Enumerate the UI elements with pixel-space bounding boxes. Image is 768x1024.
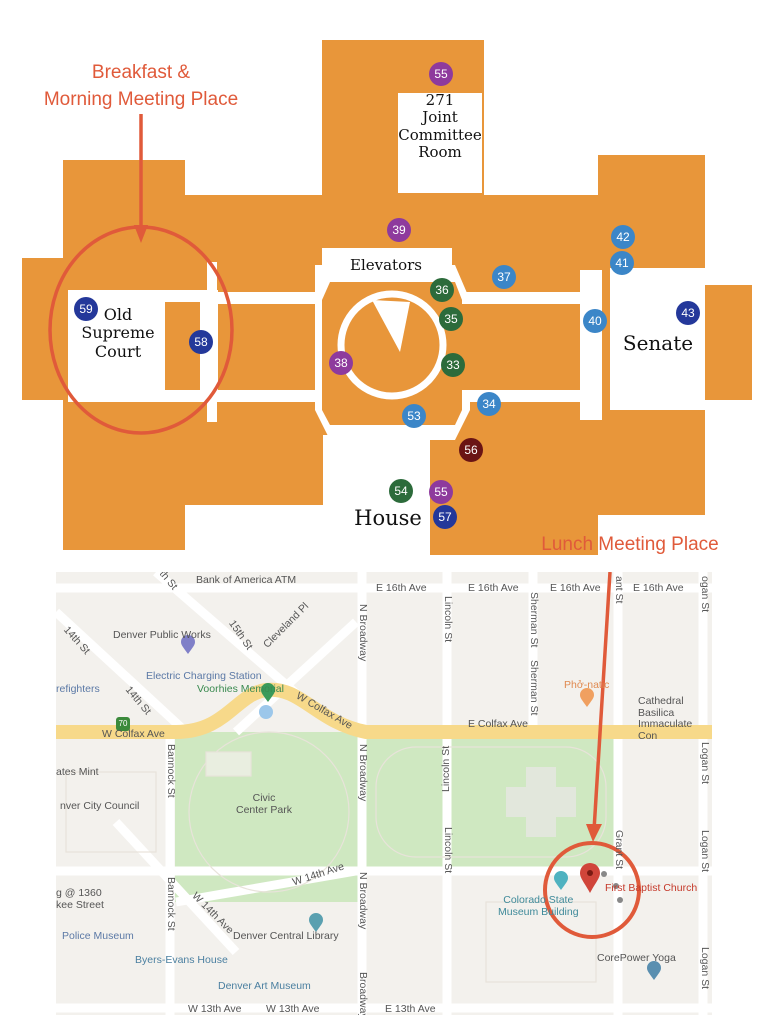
stop-marker: 43	[676, 301, 700, 325]
restaurant-pin-icon	[580, 688, 594, 707]
stop-marker: 33	[441, 353, 465, 377]
capitol-building	[506, 767, 576, 837]
breakfast-arrowhead	[134, 225, 148, 243]
stop-marker: 56	[459, 438, 483, 462]
stop-marker: 35	[439, 307, 463, 331]
stop-marker: 42	[611, 225, 635, 249]
map-label[interactable]: Police Museum	[62, 930, 134, 942]
stop-marker: 38	[329, 351, 353, 375]
map-label[interactable]: Byers-Evans House	[135, 954, 228, 966]
map-label: W 13th Ave	[266, 1003, 320, 1015]
capitol-floorplan	[22, 40, 752, 555]
map-label[interactable]: Electric Charging Station	[146, 670, 262, 682]
map-label: W Colfax Ave	[102, 728, 165, 740]
rotunda-wedge	[372, 300, 410, 352]
stop-marker: 53	[402, 404, 426, 428]
map-label: Bannock St	[165, 877, 177, 931]
map-label: Bannock St	[165, 744, 177, 798]
capitol-grounds	[362, 732, 620, 867]
lunch-annotation: Lunch Meeting Place	[541, 534, 719, 555]
library-pin-icon	[309, 913, 323, 932]
map-graphics	[56, 572, 712, 1015]
map-label: Logan St	[699, 830, 711, 873]
map-label: E 16th Ave	[633, 582, 684, 594]
map-label: E 16th Ave	[550, 582, 601, 594]
map-label: Grant St	[613, 830, 625, 870]
stop-marker: 57	[433, 505, 457, 529]
map-label[interactable]: nver City Council	[60, 800, 140, 812]
interstate-70-shield: 70	[116, 717, 130, 731]
streets	[56, 572, 712, 1015]
stop-marker: 59	[74, 297, 98, 321]
map-label: Lincoln St	[442, 827, 454, 874]
map-label: Lincoln St	[442, 596, 454, 643]
stop-marker: 55	[429, 480, 453, 504]
map-label[interactable]: Denver Art Museum	[218, 980, 311, 992]
map-label: Logan St	[699, 742, 711, 785]
map-label: Sherman St	[528, 660, 540, 716]
stop-marker: 37	[492, 265, 516, 289]
charging-pin-icon	[181, 635, 195, 654]
stop-marker: 54	[389, 479, 413, 503]
map-label: N Broadway	[357, 744, 369, 802]
map-label: E Colfax Ave	[468, 718, 528, 730]
room-old-supreme-court: Old Supreme Court	[81, 305, 155, 361]
lunch-arrow	[592, 572, 612, 831]
map-label[interactable]: Denver Central Library	[233, 930, 339, 942]
lunch-circle	[543, 841, 641, 939]
map-label[interactable]: Phở-natic	[564, 679, 610, 691]
map-label: E 16th Ave	[468, 582, 519, 594]
memorial-pin-icon	[261, 683, 275, 702]
map-label[interactable]: ates Mint	[56, 766, 99, 778]
map-label[interactable]: Cathedral Basilica Immaculate Con	[638, 695, 693, 742]
room-house: House	[354, 506, 422, 530]
map-label: Broadway	[357, 972, 369, 1015]
stop-marker: 36	[430, 278, 454, 302]
map-label: Logan St	[699, 947, 711, 990]
map-label[interactable]: Bank of America ATM	[196, 574, 297, 586]
stop-marker: 55	[429, 62, 453, 86]
stop-marker: 41	[610, 251, 634, 275]
map-label[interactable]: Colorado State Museum Building	[498, 894, 579, 919]
map-label[interactable]: Voorhies Memorial	[197, 683, 284, 695]
map-label: N Broadway	[357, 604, 369, 662]
museum-pin-icon	[554, 871, 568, 890]
stop-marker: 34	[477, 392, 501, 416]
fountain	[259, 705, 273, 719]
stop-marker: 58	[189, 330, 213, 354]
map-label[interactable]: First Baptist Church	[605, 882, 698, 894]
map-label: ant St	[613, 576, 625, 604]
map-label[interactable]: Denver Public Works	[113, 629, 211, 641]
map-label[interactable]: refighters	[56, 683, 100, 695]
map-label: E 16th Ave	[376, 582, 427, 594]
map-label[interactable]: Civic Center Park	[236, 792, 293, 816]
room-elevators: Elevators	[350, 256, 422, 274]
church-pin-icon	[580, 863, 600, 893]
breakfast-annotation: Breakfast & Morning Meeting Place	[43, 62, 239, 110]
yoga-pin-icon	[647, 961, 661, 980]
room-senate: Senate	[622, 331, 694, 355]
map-label: ogan St	[699, 576, 711, 613]
lunch-arrowhead	[586, 824, 602, 842]
room-joint-committee: 271 Joint Committee Room	[398, 91, 482, 161]
map-label: Lincoln St	[440, 745, 452, 792]
stop-marker: 39	[387, 218, 411, 242]
street-map[interactable]: 70 Bank of America ATM th St Denver Publ…	[56, 572, 712, 1015]
map-label: N Broadway	[357, 872, 369, 930]
stop-marker: 40	[583, 309, 607, 333]
map-label: E 13th Ave	[385, 1003, 436, 1015]
map-label: W 13th Ave	[188, 1003, 242, 1015]
map-label: Sherman St	[528, 592, 540, 648]
map-label[interactable]: g @ 1360 kee Street	[56, 887, 104, 911]
rotunda-ring	[337, 290, 447, 400]
map-label[interactable]: CorePower Yoga	[597, 952, 676, 964]
